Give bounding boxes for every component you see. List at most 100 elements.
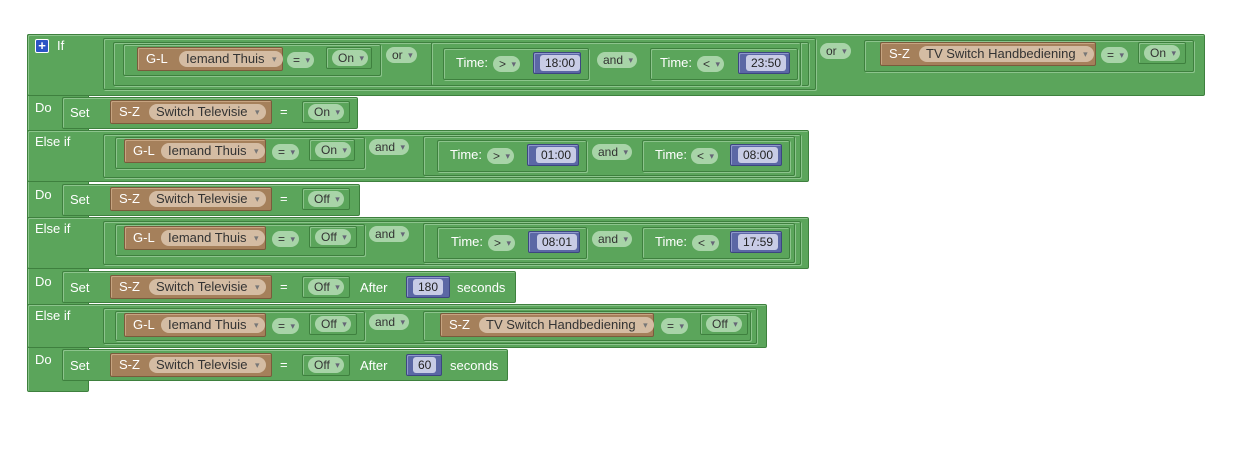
value-block[interactable]: Off — [700, 313, 748, 335]
value-block[interactable]: Off — [302, 354, 350, 376]
time-slot — [443, 48, 589, 80]
time-label: Time: — [660, 55, 693, 70]
time-operator[interactable]: > — [487, 148, 515, 164]
equals-label: = — [280, 104, 288, 119]
value-dropdown[interactable]: Off — [308, 279, 344, 295]
value-dropdown[interactable]: On — [308, 104, 345, 120]
time-slot — [437, 140, 587, 172]
value-dropdown[interactable]: On — [315, 142, 352, 158]
time-value-block[interactable]: 23:50 — [738, 52, 790, 74]
operator-dropdown[interactable]: = — [272, 144, 300, 160]
time-value-block[interactable]: 18:00 — [533, 52, 581, 74]
set-label: Set — [70, 358, 90, 373]
device-block[interactable]: S-Z TV Switch Handbediening — [880, 42, 1096, 66]
device-dropdown[interactable]: TV Switch Handbediening — [919, 46, 1094, 62]
device-block[interactable]: G-L Iemand Thuis — [137, 47, 283, 71]
and-dropdown[interactable]: and — [597, 52, 638, 68]
device-block[interactable]: G-L Iemand Thuis — [124, 139, 266, 163]
device-prefix: S-Z — [119, 279, 140, 294]
device-block[interactable]: S-Z Switch Televisie — [110, 187, 272, 211]
device-block[interactable]: G-L Iemand Thuis — [124, 313, 266, 337]
device-block[interactable]: S-Z TV Switch Handbediening — [440, 313, 654, 337]
time-slot — [650, 48, 798, 80]
and-slot — [103, 308, 757, 344]
delay-value[interactable]: 180 — [413, 279, 444, 295]
value-dropdown[interactable]: Off — [308, 357, 344, 373]
time-value[interactable]: 17:59 — [738, 234, 779, 250]
and-dropdown[interactable]: and — [369, 226, 410, 242]
time-label: Time: — [655, 147, 688, 162]
device-dropdown[interactable]: Switch Televisie — [149, 279, 266, 295]
time-value-block[interactable]: 01:00 — [527, 144, 579, 166]
and-dropdown[interactable]: and — [369, 139, 410, 155]
device-block[interactable]: S-Z Switch Televisie — [110, 100, 272, 124]
operator-dropdown[interactable]: = — [661, 318, 689, 334]
value-dropdown[interactable]: Off — [315, 229, 351, 245]
device-dropdown[interactable]: Iemand Thuis — [179, 51, 283, 67]
time-value-block[interactable]: 17:59 — [730, 231, 782, 253]
device-prefix: G-L — [133, 143, 155, 158]
time-label: Time: — [655, 234, 688, 249]
value-block[interactable]: Off — [309, 226, 357, 248]
else-if-label: Else if — [35, 221, 71, 236]
operator-dropdown[interactable]: = — [1101, 47, 1129, 63]
and-slot — [103, 221, 801, 265]
and-dropdown[interactable]: and — [592, 144, 633, 160]
value-dropdown[interactable]: Off — [706, 316, 742, 332]
value-block[interactable]: Off — [302, 188, 350, 210]
device-dropdown[interactable]: Iemand Thuis — [161, 143, 265, 159]
device-block[interactable]: S-Z Switch Televisie — [110, 275, 272, 299]
condition-slot — [115, 311, 365, 341]
plus-icon[interactable]: + — [35, 39, 49, 53]
value-block[interactable]: On — [326, 47, 372, 69]
do-label: Do — [35, 187, 52, 202]
device-block[interactable]: G-L Iemand Thuis — [124, 226, 266, 250]
operator-dropdown[interactable]: = — [272, 231, 300, 247]
device-dropdown[interactable]: Iemand Thuis — [161, 317, 265, 333]
if-label: If — [57, 38, 65, 53]
time-value[interactable]: 23:50 — [746, 55, 787, 71]
device-dropdown[interactable]: TV Switch Handbediening — [479, 317, 654, 333]
device-dropdown[interactable]: Switch Televisie — [149, 357, 266, 373]
delay-block[interactable]: 60 — [406, 354, 442, 376]
value-block[interactable]: On — [302, 101, 350, 123]
and-dropdown[interactable]: and — [592, 231, 633, 247]
device-dropdown[interactable]: Switch Televisie — [149, 191, 266, 207]
time-operator[interactable]: > — [488, 235, 516, 251]
device-prefix: S-Z — [449, 317, 470, 332]
or-dropdown[interactable]: or — [386, 47, 417, 63]
time-value-block[interactable]: 08:00 — [730, 144, 782, 166]
device-dropdown[interactable]: Switch Televisie — [149, 104, 266, 120]
time-operator[interactable]: < — [691, 148, 719, 164]
time-operator[interactable]: < — [697, 56, 725, 72]
time-operator[interactable]: > — [493, 56, 521, 72]
value-dropdown[interactable]: Off — [308, 191, 344, 207]
operator-dropdown[interactable]: = — [287, 52, 315, 68]
set-label: Set — [70, 280, 90, 295]
time-value[interactable]: 01:00 — [536, 147, 577, 163]
delay-value[interactable]: 60 — [413, 357, 437, 373]
delay-block[interactable]: 180 — [406, 276, 450, 298]
value-block[interactable]: On — [309, 139, 355, 161]
device-block[interactable]: S-Z Switch Televisie — [110, 353, 272, 377]
do-label: Do — [35, 352, 52, 367]
equals-label: = — [280, 357, 288, 372]
value-block[interactable]: On — [1138, 42, 1186, 64]
value-dropdown[interactable]: Off — [315, 316, 351, 332]
value-dropdown[interactable]: On — [332, 50, 369, 66]
device-dropdown[interactable]: Iemand Thuis — [161, 230, 265, 246]
equals-label: = — [280, 191, 288, 206]
and-dropdown[interactable]: and — [369, 314, 410, 330]
time-value[interactable]: 08:01 — [537, 234, 578, 250]
time-operator[interactable]: < — [692, 235, 720, 251]
time-value[interactable]: 18:00 — [540, 55, 581, 71]
value-dropdown[interactable]: On — [1144, 45, 1181, 61]
or-dropdown[interactable]: or — [820, 43, 851, 59]
operator-dropdown[interactable]: = — [272, 318, 300, 334]
value-block[interactable]: Off — [309, 313, 357, 335]
time-value[interactable]: 08:00 — [738, 147, 779, 163]
time-value-block[interactable]: 08:01 — [528, 231, 580, 253]
value-block[interactable]: Off — [302, 276, 350, 298]
and-slot — [103, 134, 801, 178]
